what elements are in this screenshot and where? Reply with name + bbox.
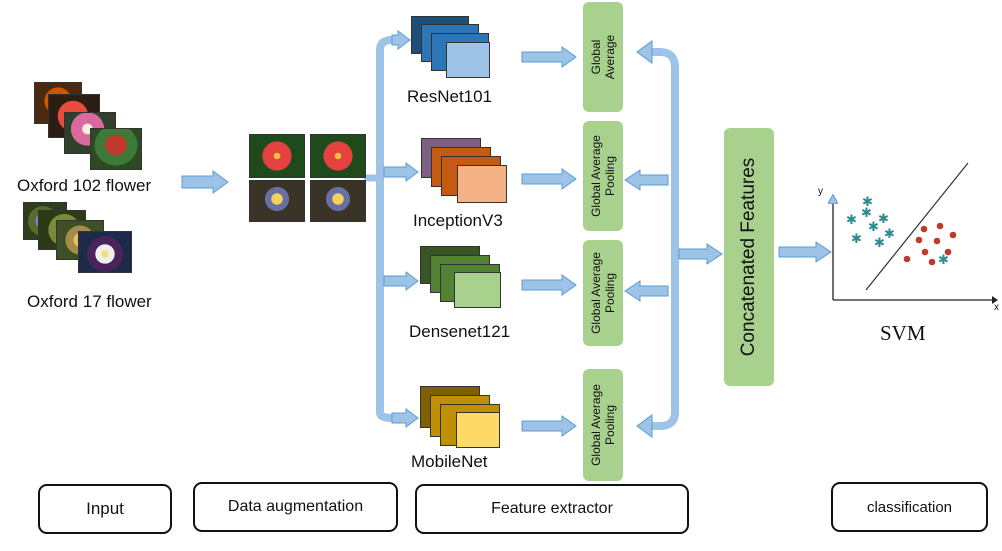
arrow-to-pool-4 [636, 414, 653, 438]
stage-feature-extractor: Feature extractor [415, 484, 689, 534]
svg-text:✱: ✱ [851, 232, 862, 247]
stage-classification: classification [831, 482, 988, 532]
pooling-block-resnet: Global Average [583, 2, 623, 112]
pooling-label: Global Average Pooling [589, 384, 617, 466]
stage-data-augmentation: Data augmentation [193, 482, 398, 532]
arrow-resnet-to-pooling [521, 46, 577, 68]
arrow-mobilenet-to-pooling [521, 415, 577, 437]
svg-text:✱: ✱ [874, 236, 885, 251]
pooling-block-mobilenet: Global Average Pooling [583, 369, 623, 481]
pooling-block-inception: Global Average Pooling [583, 121, 623, 231]
model-label-resnet101: ResNet101 [407, 87, 493, 106]
arrow-to-mobilenet [391, 408, 419, 428]
model-label-inceptionv3: InceptionV3 [413, 211, 503, 230]
dataset-label-oxford-102: Oxford 102 flower [17, 176, 152, 195]
svm-plot: ✱✱✱ ✱✱✱ ✱✱✱ [833, 162, 998, 304]
svg-text:✱: ✱ [846, 213, 857, 228]
arrow-to-densenet [383, 271, 419, 291]
svm-class-stars: ✱✱✱ ✱✱✱ ✱✱✱ [846, 195, 949, 268]
svg-text:✱: ✱ [878, 212, 889, 227]
pooling-block-densenet: Global Average Pooling [583, 240, 623, 346]
pooling-label: Global Average [589, 34, 618, 80]
stage-input: Input [38, 484, 172, 534]
arrow-inception-to-pooling [521, 168, 577, 190]
svm-x-axis-label: x [994, 302, 999, 313]
svm-y-axis-label: y [818, 186, 823, 197]
pooling-label: Global Average Pooling [589, 135, 617, 217]
arrow-to-pool-1 [636, 40, 653, 64]
arrow-densenet-to-pooling [521, 274, 577, 296]
arrow-to-pool-3 [624, 280, 669, 302]
concatenated-features-block: Concatenated Features [724, 128, 774, 386]
svg-text:✱: ✱ [862, 195, 873, 210]
model-label-mobilenet: MobileNet [411, 452, 488, 471]
svg-text:✱: ✱ [938, 253, 949, 268]
arrow-to-pool-2 [624, 169, 669, 191]
svm-title: SVM [880, 321, 926, 345]
arrow-concat-to-svm [778, 241, 832, 263]
arrow-to-inception [383, 162, 419, 182]
model-label-densenet121: Densenet121 [409, 322, 511, 341]
svg-text:✱: ✱ [884, 227, 895, 242]
arrow-input-to-augmentation [181, 170, 229, 194]
svm-separating-line [865, 162, 969, 291]
concatenated-features-label: Concatenated Features [738, 157, 759, 357]
arrow-to-resnet [391, 30, 411, 50]
svm-class-dots [903, 222, 957, 266]
arrow-to-concat [678, 243, 723, 265]
svg-text:✱: ✱ [861, 206, 872, 221]
dataset-label-oxford-17: Oxford 17 flower [27, 292, 152, 311]
pooling-label: Global Average Pooling [589, 252, 617, 334]
svg-text:✱: ✱ [868, 220, 879, 235]
